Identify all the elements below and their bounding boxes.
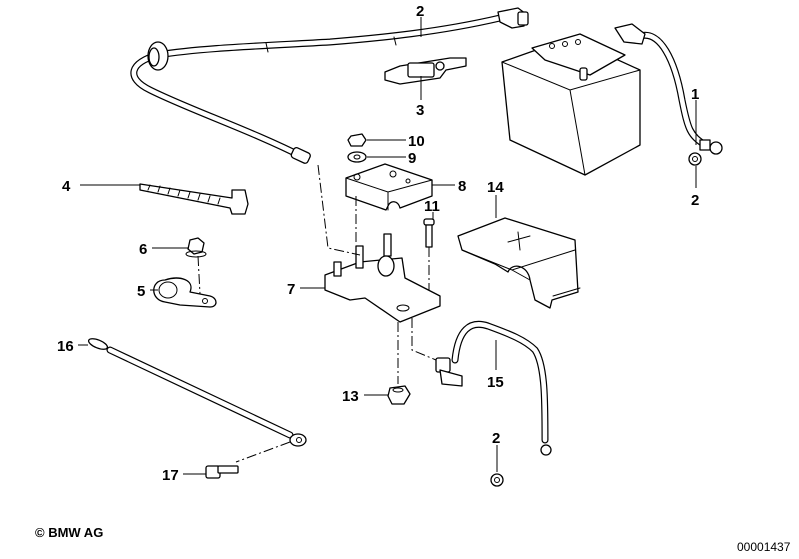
part-cable-holder[interactable] [384, 57, 467, 85]
part-nut-11[interactable] [347, 133, 367, 147]
part-hex-nut-7[interactable] [185, 237, 207, 258]
part-terminal-cover-block[interactable] [345, 163, 433, 211]
assembly-lines [197, 164, 437, 463]
callout-labels: 2 3 1 2 4 6 5 7 8 10 9 11 14 15 13 2 16 … [57, 3, 699, 484]
callout-11[interactable]: 10 [408, 133, 425, 150]
callout-16[interactable]: 16 [57, 338, 74, 355]
callout-1[interactable]: 1 [691, 86, 699, 103]
part-battery [501, 33, 641, 176]
callout-7[interactable]: 6 [139, 241, 147, 258]
part-collar-nut-13[interactable] [387, 385, 411, 405]
part-nut-2b[interactable] [490, 473, 504, 487]
part-bolt-12[interactable] [423, 218, 435, 248]
callout-2a[interactable]: 2 [691, 192, 699, 209]
callout-9[interactable]: 8 [458, 178, 466, 195]
leader-lines [78, 17, 697, 475]
part-negative-cable[interactable] [614, 23, 723, 155]
callout-2b[interactable]: 2 [492, 430, 500, 447]
callout-5[interactable]: 4 [62, 178, 71, 195]
copyright-text: © BMW AG [35, 525, 104, 540]
callout-8[interactable]: 7 [287, 281, 295, 298]
callout-6[interactable]: 5 [137, 283, 145, 300]
drawing-number: 00001437 [737, 540, 791, 554]
part-ground-cable[interactable] [435, 320, 552, 456]
callout-15[interactable]: 15 [487, 374, 504, 391]
part-cable-clamp[interactable] [153, 277, 217, 308]
part-ground-strap[interactable] [87, 337, 307, 447]
callout-13[interactable]: 13 [342, 388, 359, 405]
part-terminal-base-plate[interactable] [324, 233, 441, 323]
part-washer-10[interactable] [347, 151, 367, 163]
callout-4[interactable]: 3 [416, 102, 424, 119]
part-screw-17[interactable] [205, 465, 239, 479]
part-positive-cable[interactable] [130, 7, 529, 164]
callout-12[interactable]: 11 [424, 198, 440, 215]
callout-10[interactable]: 9 [408, 150, 416, 167]
callout-17[interactable]: 17 [162, 467, 179, 484]
part-clip-strip[interactable] [139, 183, 249, 215]
part-battery-terminal-cover[interactable] [457, 217, 581, 309]
callout-3[interactable]: 2 [416, 3, 424, 20]
part-nut-2a[interactable] [688, 152, 702, 166]
callout-14[interactable]: 14 [487, 179, 504, 196]
